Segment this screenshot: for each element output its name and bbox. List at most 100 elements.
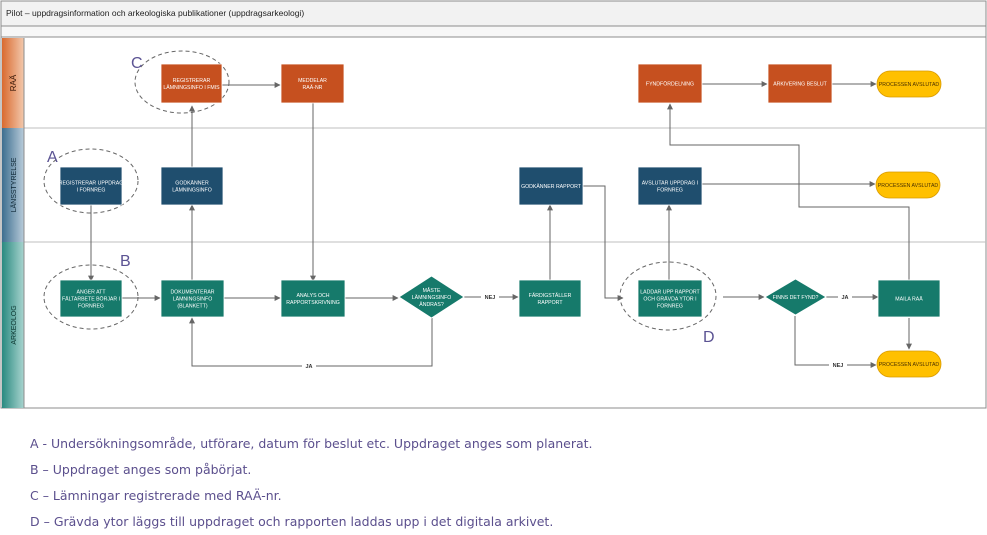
node-n4-label-0: Arkivering beslut <box>773 82 827 88</box>
node-n11: Analys ochrapportskrivning <box>280 279 346 318</box>
node-n8: Avslutar uppdrag iFornreg <box>637 166 703 206</box>
node-n6: Godkännerlämningsinfo <box>160 166 224 206</box>
node-n3-label-0: Fyndfördelning <box>646 81 694 88</box>
node-n11-label-1: rapportskrivning <box>286 300 340 306</box>
node-n14-shape <box>877 279 941 318</box>
node-n13: Laddar upp rapportoch grävda ytor iFornr… <box>637 279 703 318</box>
highlight-c <box>134 50 230 114</box>
marker-b: B <box>120 253 131 270</box>
edge-label-ja-2: JA <box>841 295 848 301</box>
node-n9-label-0: Anger att <box>76 290 106 296</box>
edge-label-nej-2: NEJ <box>833 363 844 369</box>
edge-n14-n3 <box>667 103 910 280</box>
node-n12-label-0: Färdigställer <box>529 292 572 299</box>
node-n7-shape <box>518 166 584 206</box>
edge-n7-n13 <box>583 185 624 301</box>
node-n1: Registrerarlämningsinfo i FMIS <box>160 63 223 104</box>
node-d1-label-0: Måste <box>423 287 441 294</box>
node-n12-label-1: rapport <box>538 300 564 306</box>
node-n11-label-0: Analys och <box>296 293 329 299</box>
node-n5-label-0: Registrerar uppdrag <box>59 181 124 187</box>
node-n9-shape <box>59 279 123 318</box>
node-d2-label-0: Finns det fynd? <box>773 295 819 301</box>
node-n7-label-0: Godkänner rapport <box>521 183 582 190</box>
node-n5-shape <box>59 166 123 206</box>
highlight-d <box>619 261 717 331</box>
node-n14: Maila RAÄ <box>877 279 941 318</box>
node-n12-shape <box>518 279 582 318</box>
node-n1-shape <box>160 63 223 104</box>
swimlane-diagram: Pilot – uppdragsinformation och arkeolog… <box>0 0 987 409</box>
lane-raa: RAÄ <box>2 38 24 128</box>
lane-label-lansstyrelse: Länsstyrelse <box>10 157 18 212</box>
markers: C A B D <box>47 55 715 346</box>
node-n13-label-1: och grävda ytor i <box>643 296 696 303</box>
node-d2-shape <box>764 278 827 316</box>
node-n5-label-1: i Fornreg <box>77 188 106 194</box>
node-n7: Godkänner rapport <box>518 166 584 206</box>
node-n13-label-2: Fornreg <box>657 304 683 310</box>
node-n2-label-1: RAÄ-nr <box>303 84 323 91</box>
process-nodes: Registrerarlämningsinfo i FMIS MeddelarRA… <box>59 63 942 378</box>
header-strip <box>0 25 987 38</box>
node-n2: MeddelarRAÄ-nr <box>280 63 345 104</box>
note-d: D – Grävda ytor läggs till uppdraget och… <box>30 514 554 529</box>
node-n13-shape <box>637 279 703 318</box>
lane-arkeolog: Arkeolog <box>2 242 24 408</box>
lane-lansstyrelse: Länsstyrelse <box>2 128 24 242</box>
node-e1-label-0: Processen avslutad <box>879 82 940 88</box>
node-n14-label-0: Maila RAÄ <box>895 296 923 303</box>
node-d1-label-1: lämningsinfo <box>412 294 452 301</box>
node-d1-shape <box>398 275 465 319</box>
node-e3: Processen avslutad <box>876 350 942 378</box>
highlight-a <box>43 148 139 214</box>
node-n6-shape <box>160 166 224 206</box>
node-e1: Processen avslutad <box>876 70 942 98</box>
node-n3: Fyndfördelning <box>637 63 703 104</box>
node-e3-shape <box>876 350 942 378</box>
note-b: B – Uppdraget anges som påbörjat. <box>30 462 252 477</box>
node-n1-label-0: Registrerar <box>173 78 211 84</box>
node-n3-shape <box>637 63 703 104</box>
node-e2-shape <box>875 171 941 199</box>
node-n9-label-1: fältarbete börjar i <box>62 296 120 303</box>
node-n13-label-0: Laddar upp rapport <box>640 290 700 296</box>
node-e1-shape <box>876 70 942 98</box>
note-a: A - Undersökningsområde, utförare, datum… <box>30 436 593 451</box>
node-n10-label-1: lämningsinfo <box>173 296 213 303</box>
node-d1: Måstelämningsinfoändras? <box>398 275 465 319</box>
title-bar <box>0 0 987 27</box>
highlight-ellipses <box>43 50 717 331</box>
node-n6-label-0: Godkänner <box>175 180 209 187</box>
node-n9: Anger attfältarbete börjar iFornreg <box>59 279 123 318</box>
diagram-frame <box>0 0 987 409</box>
node-n8-shape <box>637 166 703 206</box>
node-d2: Finns det fynd? <box>764 278 827 316</box>
node-n4-shape <box>767 63 833 104</box>
edge-label-ja-1: JA <box>305 364 312 370</box>
edge-labels: NEJ JA JA NEJ <box>302 293 852 370</box>
lane-label-raa: RAÄ <box>9 74 18 91</box>
node-e2: Processen avslutad <box>875 171 941 199</box>
highlight-b <box>43 264 139 330</box>
node-n4: Arkivering beslut <box>767 63 833 104</box>
node-n10-shape <box>160 279 225 318</box>
node-d1-label-2: ändras? <box>419 301 444 308</box>
note-c: C – Lämningar registrerade med RAÄ-nr. <box>30 488 282 503</box>
diagram-title: Pilot – uppdragsinformation och arkeolog… <box>6 8 304 18</box>
node-n8-label-0: Avslutar uppdrag i <box>642 181 699 187</box>
node-n10-label-2: (blankett) <box>177 304 208 310</box>
marker-a: A <box>47 149 58 166</box>
lane-label-arkeolog: Arkeolog <box>11 305 18 344</box>
node-n2-shape <box>280 63 345 104</box>
node-n6-label-1: lämningsinfo <box>172 187 212 194</box>
node-e3-label-0: Processen avslutad <box>879 362 940 368</box>
marker-d: D <box>703 329 715 346</box>
node-n8-label-1: Fornreg <box>657 188 683 194</box>
node-n10-label-0: Dokumenterar <box>170 290 214 296</box>
node-e2-label-0: Processen avslutad <box>878 183 939 189</box>
node-n2-label-0: Meddelar <box>298 78 327 84</box>
node-n11-shape <box>280 279 346 318</box>
node-n5: Registrerar uppdragi Fornreg <box>59 166 124 206</box>
edge-d2-e3-nej <box>794 316 877 368</box>
